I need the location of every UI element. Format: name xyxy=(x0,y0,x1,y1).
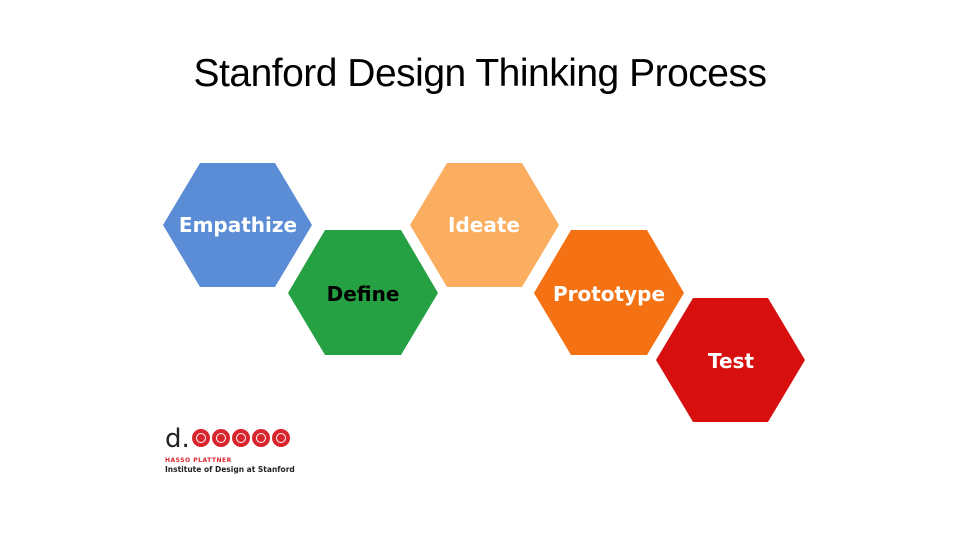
hexagon-empathize xyxy=(163,163,312,287)
logo-mark: d. xyxy=(165,424,190,454)
dschool-logo: d. HASSO PLATTNER Institute of Design at… xyxy=(165,425,305,475)
logo-line-2: Institute of Design at Stanford xyxy=(165,465,295,474)
stage-ideate: Ideate xyxy=(410,163,559,287)
logo-emblems xyxy=(192,429,290,447)
stage-test: Test xyxy=(656,298,805,422)
hexagon-prototype xyxy=(534,230,684,355)
logo-emblem-icon xyxy=(232,429,250,447)
stage-empathize: Empathize xyxy=(163,163,312,287)
hexagon-ideate xyxy=(410,163,559,287)
hexagon-define xyxy=(288,230,438,355)
logo-emblem-icon xyxy=(272,429,290,447)
logo-line-1: HASSO PLATTNER xyxy=(165,457,232,464)
stage-label-define: Define xyxy=(327,282,400,306)
logo-emblem-icon xyxy=(252,429,270,447)
stage-prototype: Prototype xyxy=(534,230,684,355)
stage-label-prototype: Prototype xyxy=(553,282,665,306)
logo-emblem-icon xyxy=(192,429,210,447)
stage-label-ideate: Ideate xyxy=(448,213,520,237)
logo-emblem-icon xyxy=(212,429,230,447)
stage-label-test: Test xyxy=(708,349,754,373)
hexagon-test xyxy=(656,298,805,422)
stage-label-empathize: Empathize xyxy=(179,213,297,237)
stage-define: Define xyxy=(288,230,438,355)
page-title: Stanford Design Thinking Process xyxy=(193,52,767,95)
